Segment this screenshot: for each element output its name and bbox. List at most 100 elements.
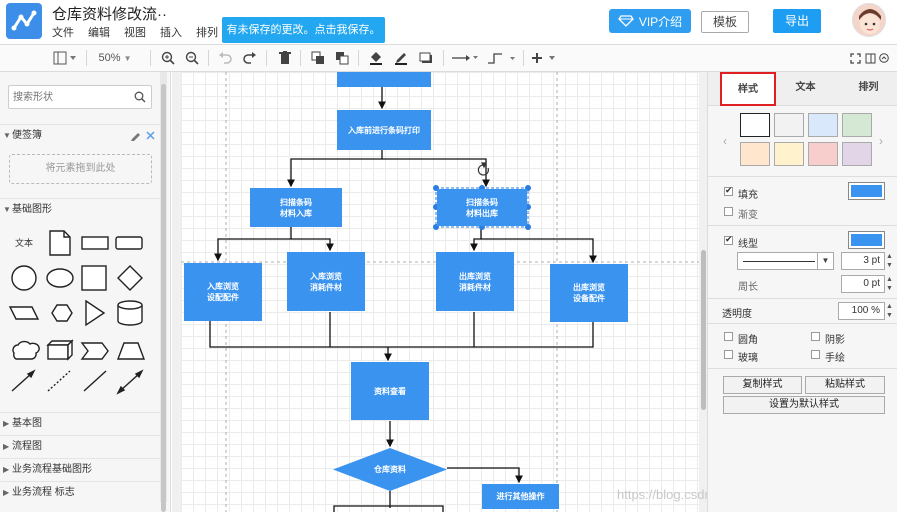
format-panel-toggle[interactable]	[863, 48, 877, 68]
shape-parallelogram[interactable]	[8, 306, 40, 320]
insert-button[interactable]	[530, 48, 560, 68]
export-button[interactable]: 导出	[773, 9, 821, 33]
connector[interactable]	[470, 227, 482, 252]
shape-double-arrow[interactable]	[116, 369, 144, 395]
collapse-toolbar-button[interactable]	[877, 48, 891, 68]
page-view-button[interactable]	[50, 48, 80, 68]
vip-button[interactable]: VIP介绍	[609, 9, 691, 33]
fill-color-button[interactable]	[366, 48, 386, 68]
flow-node-view-data[interactable]: 资料查看	[351, 362, 429, 420]
shape-cube[interactable]	[46, 339, 74, 361]
rounded-checkbox[interactable]	[724, 332, 733, 341]
tab-arrange[interactable]: 排列	[839, 72, 897, 106]
shape-text[interactable]: 文本	[15, 237, 33, 248]
undo-button[interactable]	[215, 48, 235, 68]
tab-text[interactable]: 文本	[778, 72, 833, 106]
flow-node-in-equipment[interactable]: 入库浏览 设配配件	[184, 263, 262, 321]
copy-style-button[interactable]: 复制样式	[723, 376, 802, 394]
connector[interactable]	[287, 150, 383, 188]
app-logo-icon[interactable]	[6, 3, 42, 39]
shape-arrow-line[interactable]	[11, 369, 36, 392]
to-front-button[interactable]	[308, 48, 328, 68]
connector[interactable]	[481, 238, 597, 264]
tab-style[interactable]: 样式	[720, 72, 776, 106]
basic-shapes-header[interactable]: ▼ 基础图形	[0, 198, 160, 220]
template-button[interactable]: 模板	[701, 11, 749, 33]
flow-node-out-consumables[interactable]: 出库浏览 消耗件材	[436, 252, 514, 311]
line-pattern-select[interactable]: ▼	[737, 252, 834, 270]
chevron-right-icon[interactable]: ›	[879, 134, 883, 148]
glass-checkbox[interactable]	[724, 350, 733, 359]
shape-cloud[interactable]	[12, 340, 40, 360]
shape-diamond[interactable]	[117, 265, 143, 291]
shape-trapezoid[interactable]	[116, 342, 146, 360]
line-width-stepper[interactable]: ▲▼	[886, 253, 893, 269]
waypoints-button[interactable]	[485, 48, 517, 68]
style-swatch[interactable]	[774, 142, 804, 166]
shape-rectangle[interactable]	[81, 236, 109, 250]
scratchpad-header[interactable]: ▼ 便签簿	[0, 124, 160, 146]
connector[interactable]	[333, 505, 444, 512]
shape-circle[interactable]	[11, 265, 37, 291]
zoom-out-button[interactable]	[182, 48, 202, 68]
shape-search-input[interactable]	[13, 89, 131, 105]
connector[interactable]	[382, 158, 490, 188]
style-swatch[interactable]	[808, 142, 838, 166]
opacity-input[interactable]: 100 %	[838, 302, 885, 320]
shadow-checkbox[interactable]	[811, 332, 820, 341]
scrollbar-thumb[interactable]	[161, 84, 166, 512]
unsaved-changes-button[interactable]: 有未保存的更改。点击我保存。	[222, 17, 385, 43]
shadow-button[interactable]	[416, 48, 436, 68]
zoom-level[interactable]: 50% ▼	[98, 52, 132, 64]
sketch-checkbox[interactable]	[811, 350, 820, 359]
shape-rounded-rectangle[interactable]	[115, 236, 143, 250]
section-bpmn-basic[interactable]: ▶业务流程基础图形	[0, 458, 160, 480]
connector[interactable]	[209, 321, 594, 348]
menu-view[interactable]: 视图	[124, 27, 146, 39]
shape-line[interactable]	[83, 370, 107, 392]
diagram-canvas[interactable]: 入库前进行条码打印 扫描条码 材料入库 扫描条码 材料出库 入库浏览 设配配件 …	[172, 72, 707, 512]
section-flowchart[interactable]: ▶流程图	[0, 435, 160, 457]
left-panel-scrollbar[interactable]	[160, 72, 167, 512]
perimeter-input[interactable]: 0 pt	[841, 275, 885, 293]
shape-hexagon[interactable]	[51, 304, 73, 322]
style-swatch[interactable]	[740, 113, 770, 137]
flow-node-other-ops[interactable]: 进行其他操作	[482, 484, 559, 509]
user-avatar[interactable]	[852, 3, 886, 37]
shape-square[interactable]	[81, 265, 107, 291]
scratchpad-dropzone[interactable]: 将元素拖到此处	[9, 154, 152, 184]
document-title[interactable]: 仓库资料修改流··	[52, 6, 167, 23]
search-icon[interactable]	[134, 91, 146, 103]
perimeter-stepper[interactable]: ▲▼	[886, 276, 893, 292]
shape-dotted-line[interactable]	[47, 370, 71, 392]
to-back-button[interactable]	[332, 48, 352, 68]
menu-insert[interactable]: 插入	[160, 27, 182, 39]
section-bpmn-markers[interactable]: ▶业务流程 标志	[0, 481, 160, 503]
shape-triangle[interactable]	[85, 299, 106, 327]
close-icon[interactable]	[146, 131, 155, 140]
connector[interactable]	[447, 467, 523, 484]
flow-node-barcode-print[interactable]: 入库前进行条码打印	[337, 110, 431, 150]
fill-color-picker[interactable]	[848, 182, 885, 200]
menu-arrange[interactable]: 排列	[196, 27, 218, 39]
flow-node-top[interactable]	[337, 72, 431, 87]
shape-ellipse[interactable]	[46, 268, 74, 288]
flow-node-out-equipment[interactable]: 出库浏览 设备配件	[550, 264, 628, 322]
style-swatch[interactable]	[842, 113, 872, 137]
line-color-picker[interactable]	[848, 231, 885, 249]
set-default-style-button[interactable]: 设置为默认样式	[723, 396, 885, 414]
style-swatch[interactable]	[740, 142, 770, 166]
chevron-left-icon[interactable]: ‹	[723, 134, 727, 148]
line-width-input[interactable]: 3 pt	[841, 252, 885, 270]
style-swatch[interactable]	[842, 142, 872, 166]
gradient-checkbox[interactable]	[724, 207, 733, 216]
zoom-in-button[interactable]	[158, 48, 178, 68]
section-basic-diagram[interactable]: ▶基本图	[0, 412, 160, 434]
shape-document-page[interactable]	[49, 230, 71, 256]
rotate-handle-icon[interactable]	[477, 162, 489, 176]
diagram-page[interactable]: 入库前进行条码打印 扫描条码 材料入库 扫描条码 材料出库 入库浏览 设配配件 …	[181, 72, 699, 512]
style-swatch[interactable]	[774, 113, 804, 137]
flow-node-scan-in[interactable]: 扫描条码 材料入库	[250, 188, 342, 227]
delete-button[interactable]	[275, 48, 295, 68]
canvas-scrollbar[interactable]	[701, 250, 706, 410]
